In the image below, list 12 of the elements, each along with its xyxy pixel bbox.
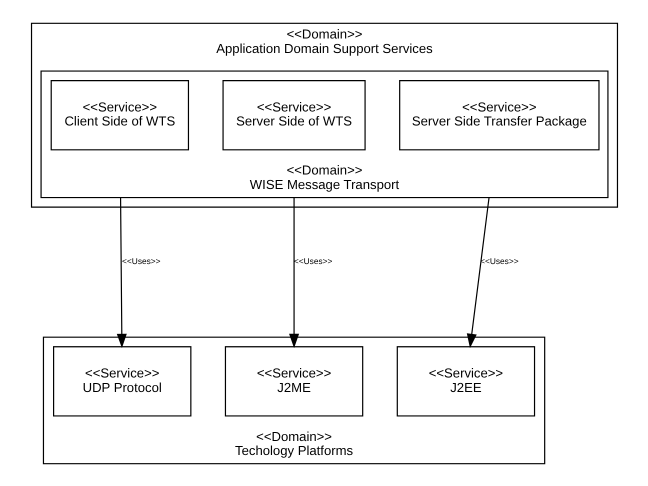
arrow [116, 197, 126, 348]
arrow [466, 196, 490, 348]
node-box: <<Service>> J2EE [396, 346, 535, 416]
node-box: <<Service>> J2ME [224, 346, 363, 416]
node-box: <<Service>> Server Side of WTS [222, 80, 366, 150]
edge-label: <<Uses>> [122, 255, 160, 266]
node-box: <<Service>> UDP Protocol [52, 346, 191, 416]
node-box: <<Service>> Client Side of WTS [50, 80, 189, 150]
edge-label: <<Uses>> [293, 255, 332, 266]
arrow [288, 197, 299, 348]
edge-label: <<Uses>> [480, 255, 518, 266]
node-box: <<Service>> Server Side Transfer Package [398, 80, 600, 150]
